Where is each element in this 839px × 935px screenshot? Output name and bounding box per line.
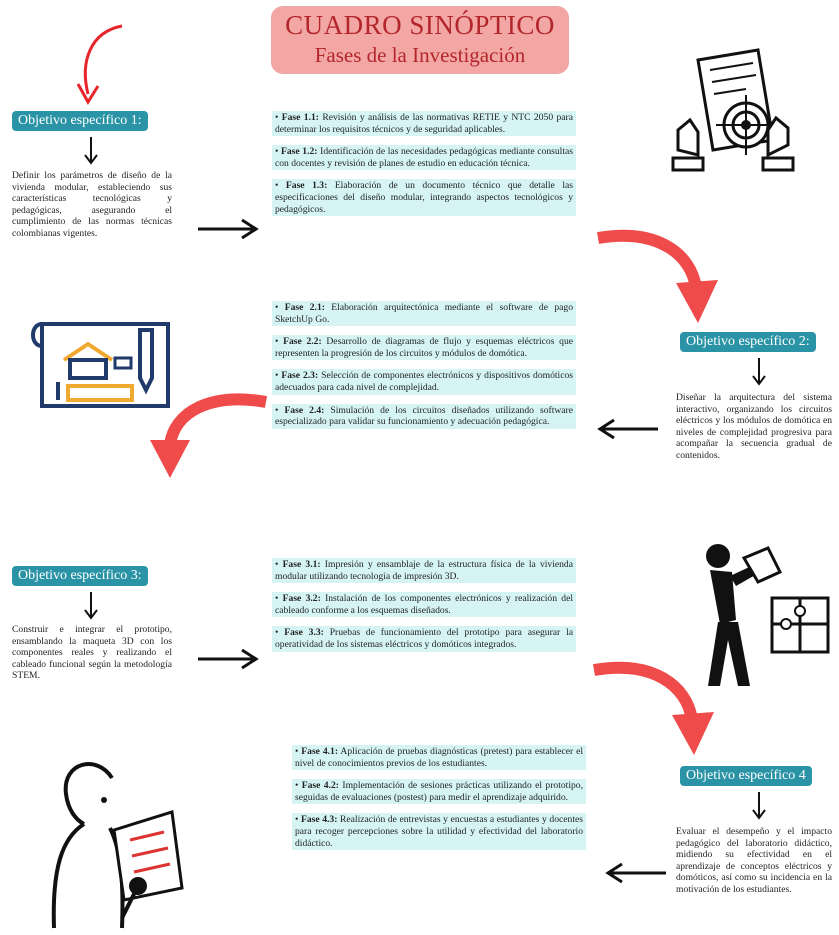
objective-2-label: Objetivo específico 2:: [680, 332, 816, 352]
objective-2-text: Diseñar la arquitectura del sistema inte…: [676, 392, 832, 461]
phase-text: Implementación de sesiones prácticas uti…: [295, 780, 584, 803]
phase-item: • Fase 3.2: Instalación de los component…: [272, 592, 576, 618]
left-arrow-icon: [605, 862, 666, 884]
phase-text: Impresión y ensamblaje de la estructura …: [275, 559, 573, 582]
down-arrow-icon: [84, 592, 98, 620]
phase-name: Fase 1.2:: [281, 146, 318, 158]
right-arrow-icon: [198, 648, 259, 670]
phase-name: Fase 2.4:: [284, 404, 325, 416]
phase-text: Elaboración arquitectónica mediante el s…: [275, 302, 573, 325]
title-box: CUADRO SINÓPTICO Fases de la Investigaci…: [271, 6, 569, 74]
phase-text: Simulación de los circuitos diseñados ut…: [275, 404, 574, 428]
phase-group-3: • Fase 3.1: Impresión y ensamblaje de la…: [272, 558, 576, 661]
puzzle-person-icon: [706, 544, 830, 686]
blueprint-icon: [31, 322, 170, 408]
phase-item: • Fase 2.1: Elaboración arquitectónica m…: [272, 301, 576, 327]
phase-name: Fase 3.1:: [282, 559, 321, 570]
objective-4-label: Objetivo específico 4: [680, 766, 812, 786]
phase-text: Identificación de las necesidades pedagó…: [275, 146, 574, 169]
phase-name: Fase 1.1:: [281, 112, 319, 123]
phase-item: • Fase 4.1: Aplicación de pruebas diagnó…: [292, 745, 586, 771]
objective-1-label: Objetivo específico 1:: [12, 111, 148, 131]
phase-text: Desarrollo de diagramas de flujo y esque…: [275, 336, 574, 359]
down-arrow-icon: [752, 792, 766, 820]
phase-group-2: • Fase 2.1: Elaboración arquitectónica m…: [272, 301, 576, 438]
phase-name: Fase 2.3:: [281, 370, 319, 382]
phase-text: Pruebas de funcionamiento del prototipo …: [275, 627, 573, 650]
phase-group-4: • Fase 4.1: Aplicación de pruebas diagnó…: [292, 745, 586, 860]
phase-item: • Fase 3.1: Impresión y ensamblaje de la…: [272, 558, 576, 584]
phase-name: Fase 4.2:: [301, 780, 339, 792]
phase-text: Aplicación de pruebas diagnósticas (pret…: [295, 746, 584, 769]
down-arrow-icon: [752, 358, 766, 386]
phase-text: Selección de componentes electrónicos y …: [275, 370, 573, 393]
phase-item: • Fase 4.3: Realización de entrevistas y…: [292, 813, 586, 851]
phase-name: Fase 4.3:: [300, 814, 338, 826]
down-arrow-icon: [84, 137, 98, 165]
page-subtitle: Fases de la Investigación: [314, 43, 526, 67]
phase-name: Fase 2.1:: [284, 302, 325, 313]
objective-3-label: Objetivo específico 3:: [12, 566, 148, 586]
curved-arrow-icon: [596, 229, 718, 323]
phase-item: • Fase 1.1: Revisión y análisis de las n…: [272, 111, 576, 137]
curved-arrow-icon: [592, 661, 714, 755]
curved-arrow-icon: [150, 393, 268, 478]
left-arrow-icon: [597, 418, 658, 440]
phase-text: Instalación de los componentes electróni…: [275, 593, 573, 616]
phase-item: • Fase 3.3: Pruebas de funcionamiento de…: [272, 626, 576, 652]
phase-name: Fase 3.3:: [284, 627, 324, 639]
person-checklist-icon: [51, 762, 184, 929]
phase-group-1: • Fase 1.1: Revisión y análisis de las n…: [272, 111, 576, 226]
phase-name: Fase 3.2:: [282, 593, 321, 605]
phase-text: Realización de entrevistas y encuestas a…: [295, 814, 583, 849]
phase-name: Fase 4.1:: [301, 746, 339, 757]
phase-text: Elaboración de un documento técnico que …: [275, 180, 573, 215]
phase-item: • Fase 2.3: Selección de componentes ele…: [272, 369, 576, 395]
curved-arrow-icon: [76, 24, 123, 105]
phase-name: Fase 1.3:: [285, 180, 328, 192]
phase-item: • Fase 2.4: Simulación de los circuitos …: [272, 403, 576, 429]
phase-item: • Fase 1.3: Elaboración de un documento …: [272, 179, 576, 217]
right-arrow-icon: [198, 218, 259, 240]
objective-3-text: Construir e integrar el prototipo, ensam…: [12, 624, 172, 681]
phase-item: • Fase 4.2: Implementación de sesiones p…: [292, 779, 586, 805]
page-title: CUADRO SINÓPTICO: [285, 10, 555, 40]
document-target-icon: [671, 48, 795, 172]
phase-item: • Fase 1.2: Identificación de las necesi…: [272, 145, 576, 171]
phase-item: • Fase 2.2: Desarrollo de diagramas de f…: [272, 335, 576, 361]
objective-1-text: Definir los parámetros de diseño de la v…: [12, 170, 172, 239]
phase-name: Fase 2.2:: [283, 336, 322, 348]
objective-4-text: Evaluar el desempeño y el impacto pedagó…: [676, 826, 832, 895]
phase-text: Revisión y análisis de las normativas RE…: [275, 112, 574, 135]
